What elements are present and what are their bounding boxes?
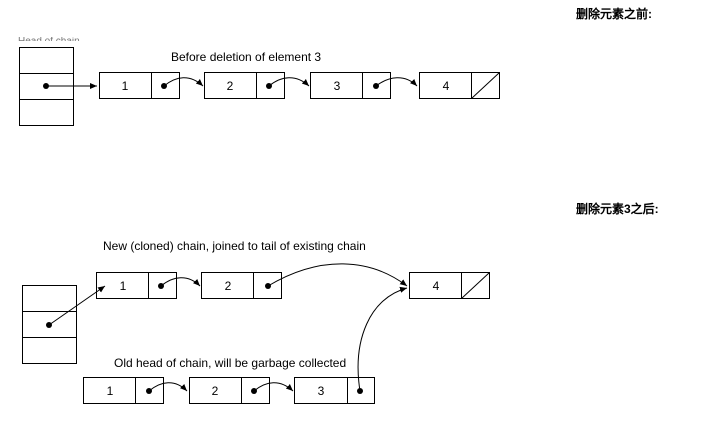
- bucket-array-after: [22, 285, 77, 364]
- list-node-tail: 4: [419, 72, 500, 99]
- node-value: 1: [107, 384, 114, 398]
- next-pointer-arrow: [253, 382, 294, 392]
- clipped-label-fragment: Head of chain: [18, 37, 80, 41]
- next-pointer-arrow-to-tail: [357, 286, 408, 392]
- null-pointer-slash: [461, 272, 490, 299]
- node-value: 2: [225, 279, 232, 293]
- node-value: 3: [318, 384, 325, 398]
- null-pointer-slash: [471, 72, 500, 99]
- list-node-tail: 4: [409, 272, 490, 299]
- next-pointer-arrow: [268, 77, 310, 87]
- next-pointer-arrow: [163, 77, 204, 87]
- list-node: 2: [204, 72, 285, 99]
- caption-old-chain: Old head of chain, will be garbage colle…: [114, 356, 346, 370]
- next-pointer-arrow: [375, 77, 418, 87]
- list-node: 3: [310, 72, 391, 99]
- list-node: 1: [96, 272, 177, 299]
- node-value: 4: [443, 79, 450, 93]
- list-node: 3: [294, 377, 375, 404]
- node-value: 1: [122, 79, 129, 93]
- node-value: 1: [120, 279, 127, 293]
- caption-new-chain: New (cloned) chain, joined to tail of ex…: [103, 239, 366, 253]
- list-node: 2: [189, 377, 270, 404]
- bucket-pointer-arrow: [48, 285, 106, 326]
- caption-before-deletion: Before deletion of element 3: [171, 50, 321, 64]
- node-value: 3: [334, 79, 341, 93]
- next-pointer-arrow: [148, 382, 188, 392]
- list-node: 2: [201, 272, 282, 299]
- heading-before-deletion: 删除元素之前:: [576, 7, 652, 21]
- list-node: 1: [83, 377, 164, 404]
- node-value: 2: [212, 384, 219, 398]
- next-pointer-arrow: [267, 263, 408, 287]
- node-value: 2: [227, 79, 234, 93]
- list-node: 1: [99, 72, 180, 99]
- node-value: 4: [433, 279, 440, 293]
- heading-after-deletion: 删除元素3之后:: [576, 202, 659, 216]
- next-pointer-arrow: [160, 277, 201, 287]
